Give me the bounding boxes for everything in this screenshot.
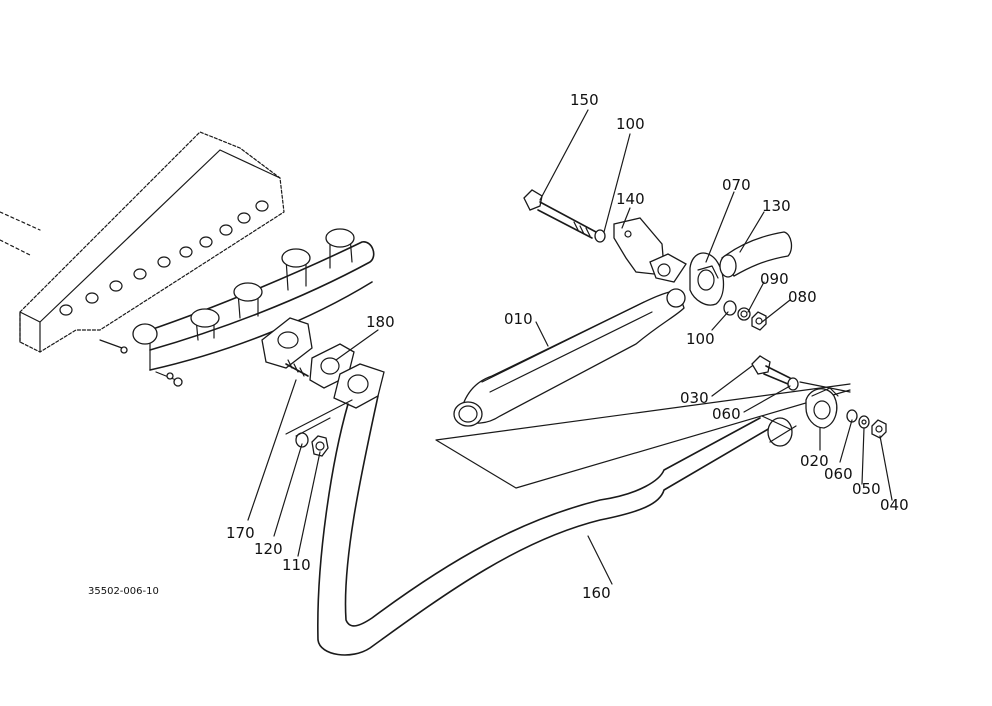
callout-050: 050 (852, 480, 881, 498)
callout-030: 030 (680, 389, 709, 407)
assembly-guides-left (285, 399, 353, 437)
cylinder-head (0, 131, 285, 353)
washer-060-upper (787, 377, 799, 391)
callout-070: 070 (722, 176, 751, 194)
front-pipe-160 (317, 363, 797, 656)
callout-100-upper: 100 (616, 115, 645, 133)
bolt-150 (523, 189, 597, 239)
head-ports (59, 200, 269, 316)
callout-150: 150 (570, 91, 599, 109)
nut-080 (751, 311, 767, 331)
nut-110 (311, 435, 329, 457)
callout-060-lower: 060 (824, 465, 853, 483)
leader-lines (247, 109, 893, 585)
bracket-140 (613, 217, 687, 283)
callout-040: 040 (880, 496, 909, 514)
callout-120: 120 (254, 540, 283, 558)
stud-170 (285, 359, 309, 377)
callout-130: 130 (762, 197, 791, 215)
washer-100-upper (594, 229, 606, 243)
exhaust-manifold (99, 228, 375, 387)
callout-010: 010 (504, 310, 533, 328)
callout-labels: 150 100 140 070 130 090 080 100 010 180 … (88, 91, 909, 602)
manifold-outlet-flange (261, 317, 313, 369)
callout-140: 140 (616, 190, 645, 208)
callout-080: 080 (788, 288, 817, 306)
callout-170: 170 (226, 524, 255, 542)
callout-060-upper: 060 (712, 405, 741, 423)
callout-020: 020 (800, 452, 829, 470)
callout-110: 110 (282, 556, 311, 574)
clamp-020 (799, 381, 851, 429)
tail-pipe-130 (719, 231, 793, 278)
drawing-reference-code: 35502-006-10 (88, 586, 159, 597)
washer-090 (737, 307, 751, 321)
muffler-010 (435, 288, 851, 489)
mount-070 (689, 252, 725, 306)
callout-160: 160 (582, 584, 611, 602)
callout-090: 090 (760, 270, 789, 288)
manifold-studs (99, 339, 183, 387)
manifold-runners (132, 228, 355, 345)
nut-040 (871, 419, 887, 439)
callout-180: 180 (366, 313, 395, 331)
callout-100-lower: 100 (686, 330, 715, 348)
washer-050 (858, 415, 870, 429)
bolt-030 (751, 355, 791, 385)
washer-100-lower (723, 300, 737, 316)
